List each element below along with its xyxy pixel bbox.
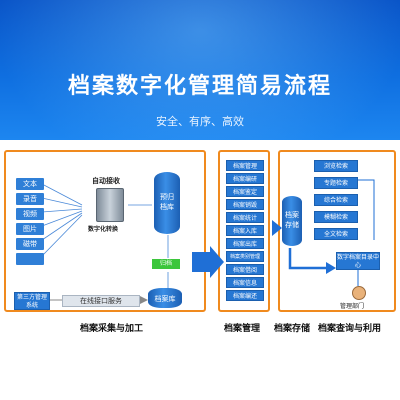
manage-item: 档案信息 bbox=[226, 277, 264, 288]
header-banner: 档案数字化管理简易流程 安全、有序、高效 bbox=[0, 0, 400, 140]
archive-center-box: 数字档案目录中心 bbox=[336, 252, 380, 270]
query-item: 全文检索 bbox=[314, 228, 358, 240]
manage-list: 档案管理 档案编研 档案鉴定 档案销毁 档案统计 档案入库 档案出库 档案类别管… bbox=[226, 160, 264, 303]
storage-section-label: 档案存储 bbox=[274, 324, 311, 334]
collect-frame bbox=[4, 150, 206, 312]
manage-section-label: 档案管理 bbox=[224, 324, 261, 334]
manage-item: 档案借阅 bbox=[226, 264, 264, 275]
archive-lib-label: 档案库 bbox=[154, 295, 176, 303]
doc-item bbox=[16, 253, 44, 265]
user-icon bbox=[352, 286, 366, 300]
user-dept-label: 管理部门 bbox=[340, 303, 365, 310]
manage-frame bbox=[218, 150, 270, 312]
doc-item: 文本 bbox=[16, 178, 44, 190]
manage-item: 档案销毁 bbox=[226, 199, 264, 210]
query-item: 专题检索 bbox=[314, 177, 358, 189]
manage-item: 档案出库 bbox=[226, 238, 264, 249]
manage-item: 档案编研 bbox=[226, 173, 264, 184]
archive-lib-db: 档案库 bbox=[148, 288, 182, 308]
storage-query-frame bbox=[278, 150, 396, 312]
query-section-label: 档案查询与利用 bbox=[318, 324, 382, 334]
collect-section-label: 档案采集与加工 bbox=[80, 324, 144, 334]
manage-item: 档案统计 bbox=[226, 212, 264, 223]
third-party-system: 第三方管理系统 bbox=[14, 292, 50, 310]
manage-item: 档案管理 bbox=[226, 160, 264, 171]
auto-receive-label: 自动接收 bbox=[92, 177, 120, 185]
query-item: 浏览检索 bbox=[314, 160, 358, 172]
query-list: 浏览检索 专题检索 综合检索 模糊检索 全文检索 bbox=[314, 160, 358, 245]
digital-convert-label: 数字化转换 bbox=[88, 226, 119, 233]
storage-db: 档案存储 bbox=[282, 196, 302, 246]
online-interface-bar: 在线接口服务 bbox=[62, 295, 140, 307]
manage-item: 档案鉴定 bbox=[226, 186, 264, 197]
doc-item: 磁带 bbox=[16, 238, 44, 250]
server-icon bbox=[96, 188, 124, 222]
doc-item: 录音 bbox=[16, 193, 44, 205]
manage-item: 档案入库 bbox=[226, 225, 264, 236]
doc-item: 图片 bbox=[16, 223, 44, 235]
query-item: 综合检索 bbox=[314, 194, 358, 206]
doc-item: 视频 bbox=[16, 208, 44, 220]
manage-item: 档案类别管理 bbox=[226, 251, 264, 262]
page-title: 档案数字化管理简易流程 bbox=[67, 74, 332, 99]
archive-tag: 归档 bbox=[152, 259, 180, 269]
storage-db-label: 档案存储 bbox=[285, 211, 299, 229]
query-item: 模糊检索 bbox=[314, 211, 358, 223]
page-subtitle: 安全、有序、高效 bbox=[156, 115, 244, 128]
pre-archive-db: 预归档库 bbox=[154, 172, 180, 234]
pre-archive-label: 预归档库 bbox=[160, 193, 174, 211]
manage-item: 档案编还 bbox=[226, 290, 264, 301]
header-glow bbox=[0, 0, 400, 140]
